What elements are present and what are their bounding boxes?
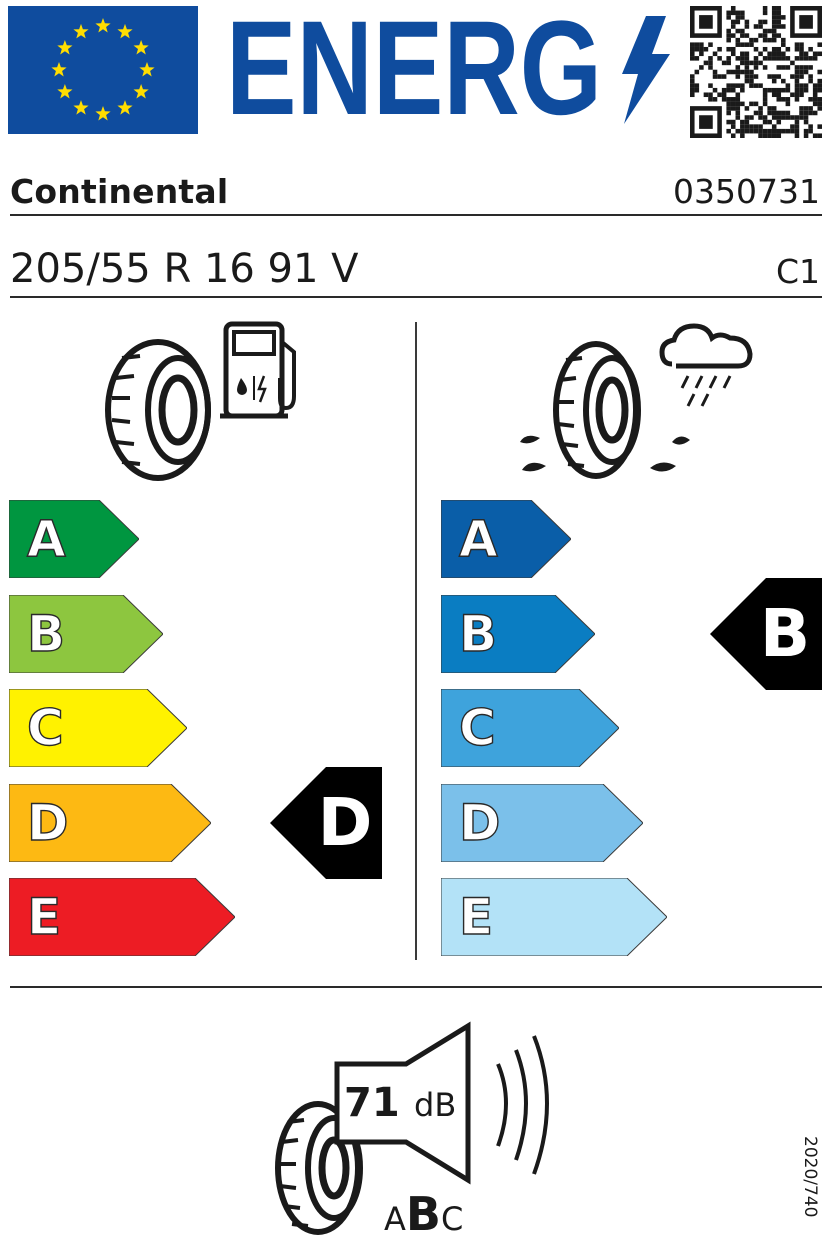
qr-code-icon[interactable]	[690, 6, 822, 138]
fuel-class-c-bar: C	[9, 689, 187, 767]
eu-star-icon	[133, 84, 149, 99]
wet-class-label: A	[458, 509, 498, 568]
eu-star-icon	[57, 40, 73, 55]
fuel-class-label: A	[26, 509, 66, 568]
noise-rule	[10, 986, 822, 988]
wet-rating-letter: B	[759, 594, 811, 672]
tyre-size: 205/55 R 16 91 V	[10, 246, 359, 292]
eu-star-icon	[57, 84, 73, 99]
fuel-class-d-bar: D	[9, 783, 211, 862]
wet-rating-marker: B	[710, 577, 822, 690]
lightning-bolt-icon	[622, 16, 670, 124]
wet-class-label: B	[458, 604, 498, 663]
size-rule	[10, 296, 822, 298]
column-divider	[415, 322, 417, 960]
fuel-class-label: E	[26, 887, 62, 946]
noise-class-scale: ABC	[384, 1191, 464, 1239]
eu-star-icon	[51, 62, 67, 77]
header-rule	[10, 214, 822, 216]
eu-flag-icon	[8, 6, 198, 134]
wet-class-a-bar: A	[441, 500, 571, 578]
fuel-class-label: D	[26, 793, 69, 852]
tyre-rain-cloud-icon	[520, 323, 753, 479]
noise-unit: dB	[414, 1086, 457, 1124]
noise-value: 71	[344, 1080, 400, 1126]
fuel-class-label: C	[26, 698, 64, 757]
model-identifier: 0350731	[673, 172, 820, 211]
wet-class-c-bar: C	[441, 689, 619, 767]
supplier-brand: Continental	[10, 172, 229, 211]
eu-star-icon	[117, 23, 133, 39]
energy-word: ENERG	[226, 8, 602, 134]
noise-class-a: A	[384, 1200, 406, 1238]
fuel-class-a-bar: A	[9, 500, 139, 578]
tyre-class: C1	[775, 252, 820, 291]
regulation-number: 2020/740	[800, 1136, 820, 1218]
noise-class-c: C	[440, 1200, 464, 1238]
fuel-rating-letter: D	[317, 783, 373, 861]
wet-class-label: D	[458, 793, 501, 852]
tyre-speaker-icon	[275, 1021, 549, 1235]
energy-wordmark: ENERG	[226, 8, 670, 134]
eu-star-icon	[139, 62, 155, 77]
fuel-class-b-bar: B	[9, 594, 163, 673]
tyre-fuel-pump-icon	[105, 321, 296, 481]
eu-star-icon	[117, 100, 133, 115]
fuel-class-label: B	[26, 604, 66, 663]
wet-class-label: C	[458, 698, 496, 757]
wet-class-d-bar: D	[441, 783, 643, 862]
fuel-class-e-bar: E	[9, 878, 235, 956]
eu-star-icon	[73, 100, 89, 115]
eu-star-icon	[73, 23, 89, 39]
eu-star-icon	[95, 106, 111, 121]
wet-class-b-bar: B	[441, 594, 595, 673]
noise-class-selected: B	[405, 1187, 441, 1241]
eu-star-icon	[133, 40, 149, 55]
eu-star-icon	[95, 18, 111, 33]
wet-class-label: E	[458, 887, 494, 946]
wet-class-e-bar: E	[441, 878, 667, 956]
fuel-rating-marker: D	[270, 766, 382, 879]
